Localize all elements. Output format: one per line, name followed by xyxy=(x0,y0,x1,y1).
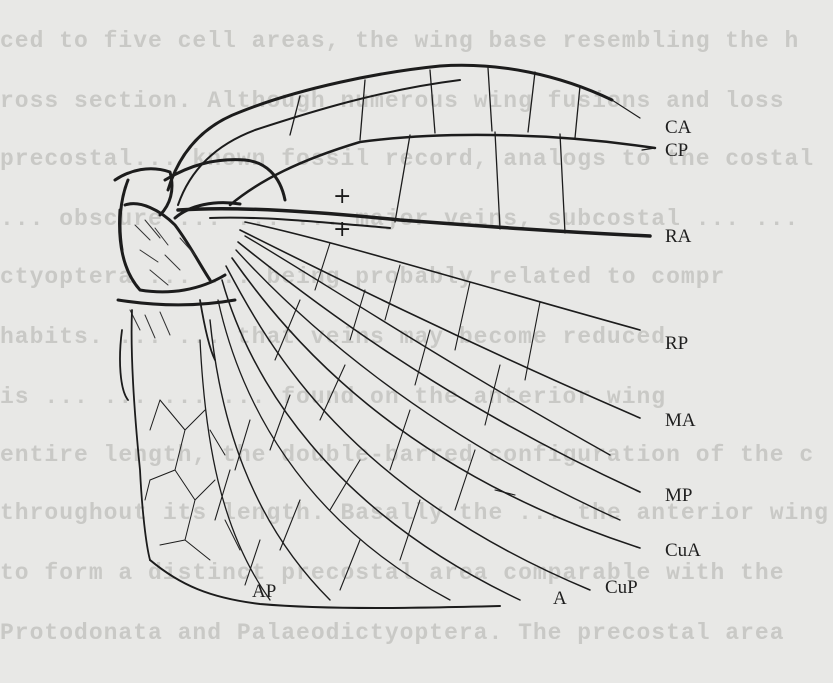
plus-marker-lower: + xyxy=(333,219,351,241)
vein-mp-line xyxy=(238,242,640,492)
vein-ra-parallel xyxy=(210,218,390,228)
vein-cup-line xyxy=(226,266,590,590)
vein-ma-branch xyxy=(245,236,610,455)
label-cua: CuA xyxy=(665,540,701,562)
label-a: A xyxy=(553,588,567,610)
vein-ma-line xyxy=(240,230,640,418)
vein-mp-branch xyxy=(236,250,620,520)
vein-cp-line xyxy=(230,135,655,205)
wing-basal-stalk xyxy=(120,300,215,560)
posterior-wing-margin xyxy=(150,560,500,608)
label-mp: MP xyxy=(665,485,692,507)
label-ca: CA xyxy=(665,117,691,139)
vein-rp-line xyxy=(245,222,640,330)
label-cp: CP xyxy=(665,140,688,162)
label-ap: AP xyxy=(252,581,276,603)
vein-a-line xyxy=(222,280,520,600)
anal-area-reticulation xyxy=(145,400,240,560)
label-cup: CuP xyxy=(605,577,638,599)
label-ra: RA xyxy=(665,226,691,248)
plus-marker-upper: + xyxy=(333,186,351,208)
vein-cua-line xyxy=(232,258,640,548)
label-rp: RP xyxy=(665,333,688,355)
vein-a-branch xyxy=(218,300,450,600)
costal-inner-line xyxy=(178,80,460,205)
label-ma: MA xyxy=(665,410,696,432)
leading-edge-vein xyxy=(168,65,612,190)
vein-ap-line xyxy=(210,320,330,600)
wing-base-articulation xyxy=(115,160,285,305)
